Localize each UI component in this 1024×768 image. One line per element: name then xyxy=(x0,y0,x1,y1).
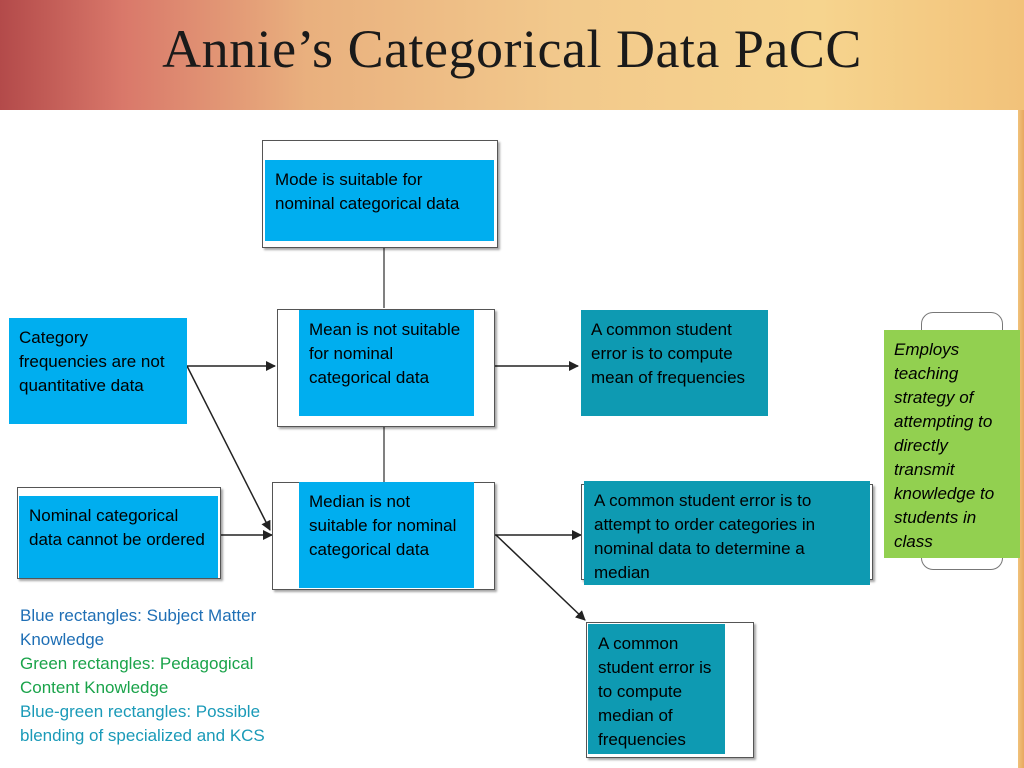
slide-title: Annie’s Categorical Data PaCC xyxy=(162,19,862,79)
mean-box: Mean is not suitable for nominal categor… xyxy=(299,310,474,416)
right-edge-decoration xyxy=(1018,110,1024,768)
mean-error-box: A common student error is to compute mea… xyxy=(581,310,768,416)
legend-blended: Blue-green rectangles: Possible blending… xyxy=(20,702,265,745)
teaching-strategy-box: Employs teaching strategy of attempting … xyxy=(884,330,1020,558)
legend-pedagogical: Green rectangles: Pedagogical Content Kn… xyxy=(20,654,254,697)
median-error-box: A common student error is to compute med… xyxy=(588,624,725,754)
arrow-median-to-median-error xyxy=(495,534,586,621)
median-box: Median is not suitable for nominal categ… xyxy=(299,482,474,588)
nominal-unordered-box: Nominal categorical data cannot be order… xyxy=(19,496,218,578)
arrow-category-to-median xyxy=(186,365,271,531)
slide-header xyxy=(0,0,1024,110)
category-frequencies-box: Category frequencies are not quantitativ… xyxy=(9,318,187,424)
order-error-box: A common student error is to attempt to … xyxy=(584,481,870,585)
legend: Blue rectangles: Subject Matter Knowledg… xyxy=(20,604,310,748)
mode-box: Mode is suitable for nominal categorical… xyxy=(265,160,494,241)
legend-subject-matter: Blue rectangles: Subject Matter Knowledg… xyxy=(20,606,257,649)
